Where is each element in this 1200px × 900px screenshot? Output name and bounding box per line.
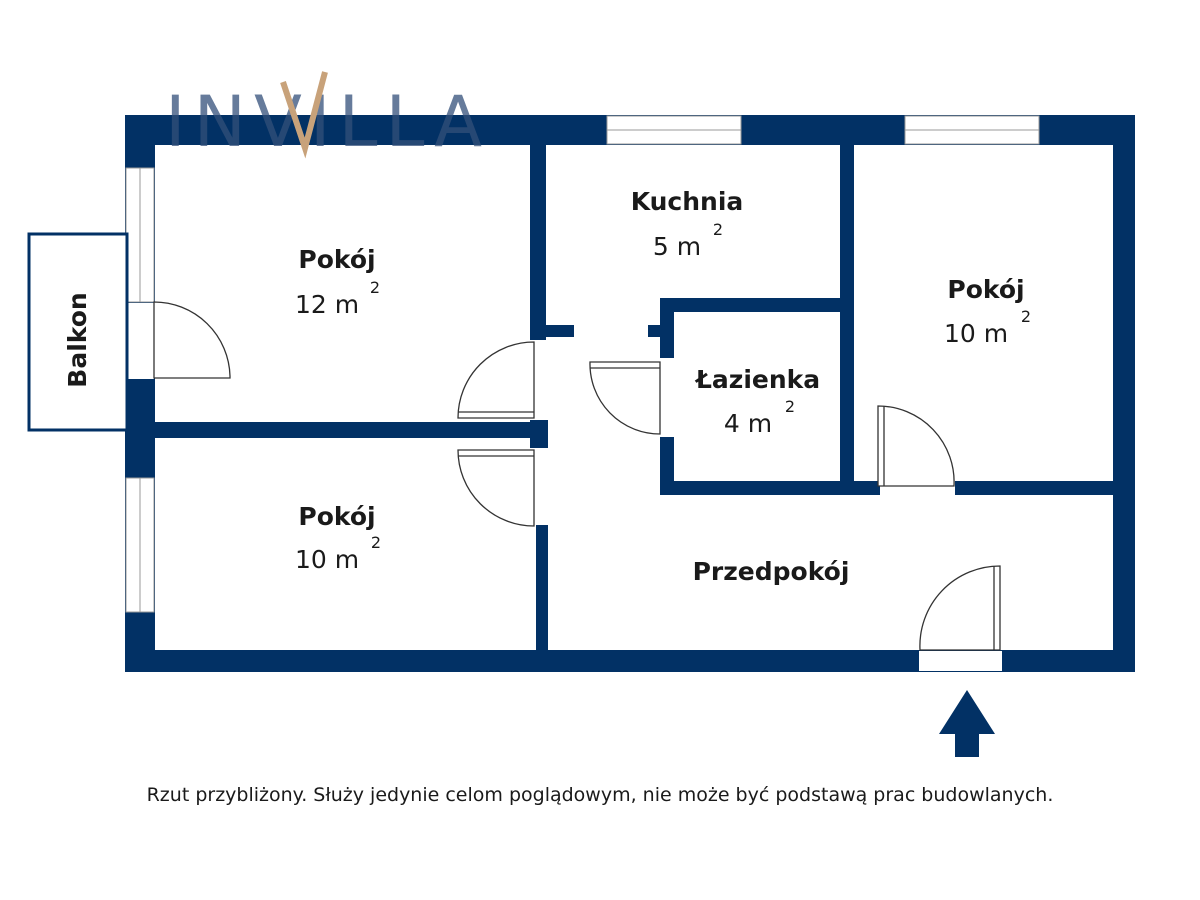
wall-stub-hall (648, 325, 662, 337)
room-area-pokoj-10-left: 10 m (295, 545, 359, 574)
wall-kitchen-room (840, 140, 854, 490)
wall-bath-left-lower (660, 437, 674, 494)
balcony-door-gap (126, 303, 154, 379)
room-labels: Pokój 12 m 2 Kuchnia 5 m 2 Pokój 10 m 2 … (295, 187, 1031, 586)
room-sup-pokoj-10-right: 2 (1021, 307, 1031, 326)
entrance-arrow-icon (939, 690, 995, 757)
room-sup-pokoj-10-left: 2 (371, 533, 381, 552)
logo-text: INVILLA (165, 81, 490, 163)
outer-wall-right (1113, 115, 1135, 672)
wall-hall-left (536, 525, 548, 655)
room-area-pokoj-10-right: 10 m (944, 319, 1008, 348)
room-area-kuchnia: 5 m (653, 232, 701, 261)
room-name-pokoj-12: Pokój (298, 245, 375, 274)
room-area-lazienka: 4 m (724, 409, 772, 438)
windows (125, 115, 1040, 671)
door-entrance (919, 565, 1001, 651)
wall-kitchen-bath (660, 298, 854, 312)
wall-room-hall (955, 481, 1125, 495)
disclaimer-note: Rzut przybliżony. Służy jedynie celom po… (146, 784, 1054, 806)
door-room-right (877, 405, 955, 487)
doors (153, 301, 1001, 651)
entrance-gap (919, 651, 1002, 671)
outer-wall-bottom (125, 650, 1135, 672)
room-name-pokoj-10-left: Pokój (298, 502, 375, 531)
room-name-przedpokoj: Przedpokój (693, 557, 850, 586)
room-sup-pokoj-12: 2 (370, 278, 380, 297)
wall-door-stub (530, 420, 548, 448)
wall-bath-bottom (660, 481, 880, 495)
wall-stub-kitchen (530, 325, 574, 337)
wall-bath-left (660, 298, 674, 358)
room-name-pokoj-10-right: Pokój (947, 275, 1024, 304)
room-name-lazienka: Łazienka (694, 365, 820, 394)
room-sup-kuchnia: 2 (713, 220, 723, 239)
door-room-10-left (457, 449, 535, 527)
balcony: Balkon (27, 232, 129, 432)
room-area-pokoj-12: 12 m (295, 290, 359, 319)
floor-plan: Balkon INVILLA Pokój 12 m 2 Kuchnia 5 m … (27, 71, 1135, 757)
balcony-label: Balkon (63, 292, 92, 387)
door-bathroom (589, 361, 661, 435)
wall-living-kitchen (530, 140, 546, 340)
room-sup-lazienka: 2 (785, 397, 795, 416)
door-balcony (153, 301, 231, 379)
wall-rooms-divider (125, 422, 545, 438)
room-name-kuchnia: Kuchnia (631, 187, 744, 216)
door-room-12 (457, 341, 535, 419)
logo-accent-v (280, 71, 328, 159)
logo: INVILLA (165, 71, 490, 163)
